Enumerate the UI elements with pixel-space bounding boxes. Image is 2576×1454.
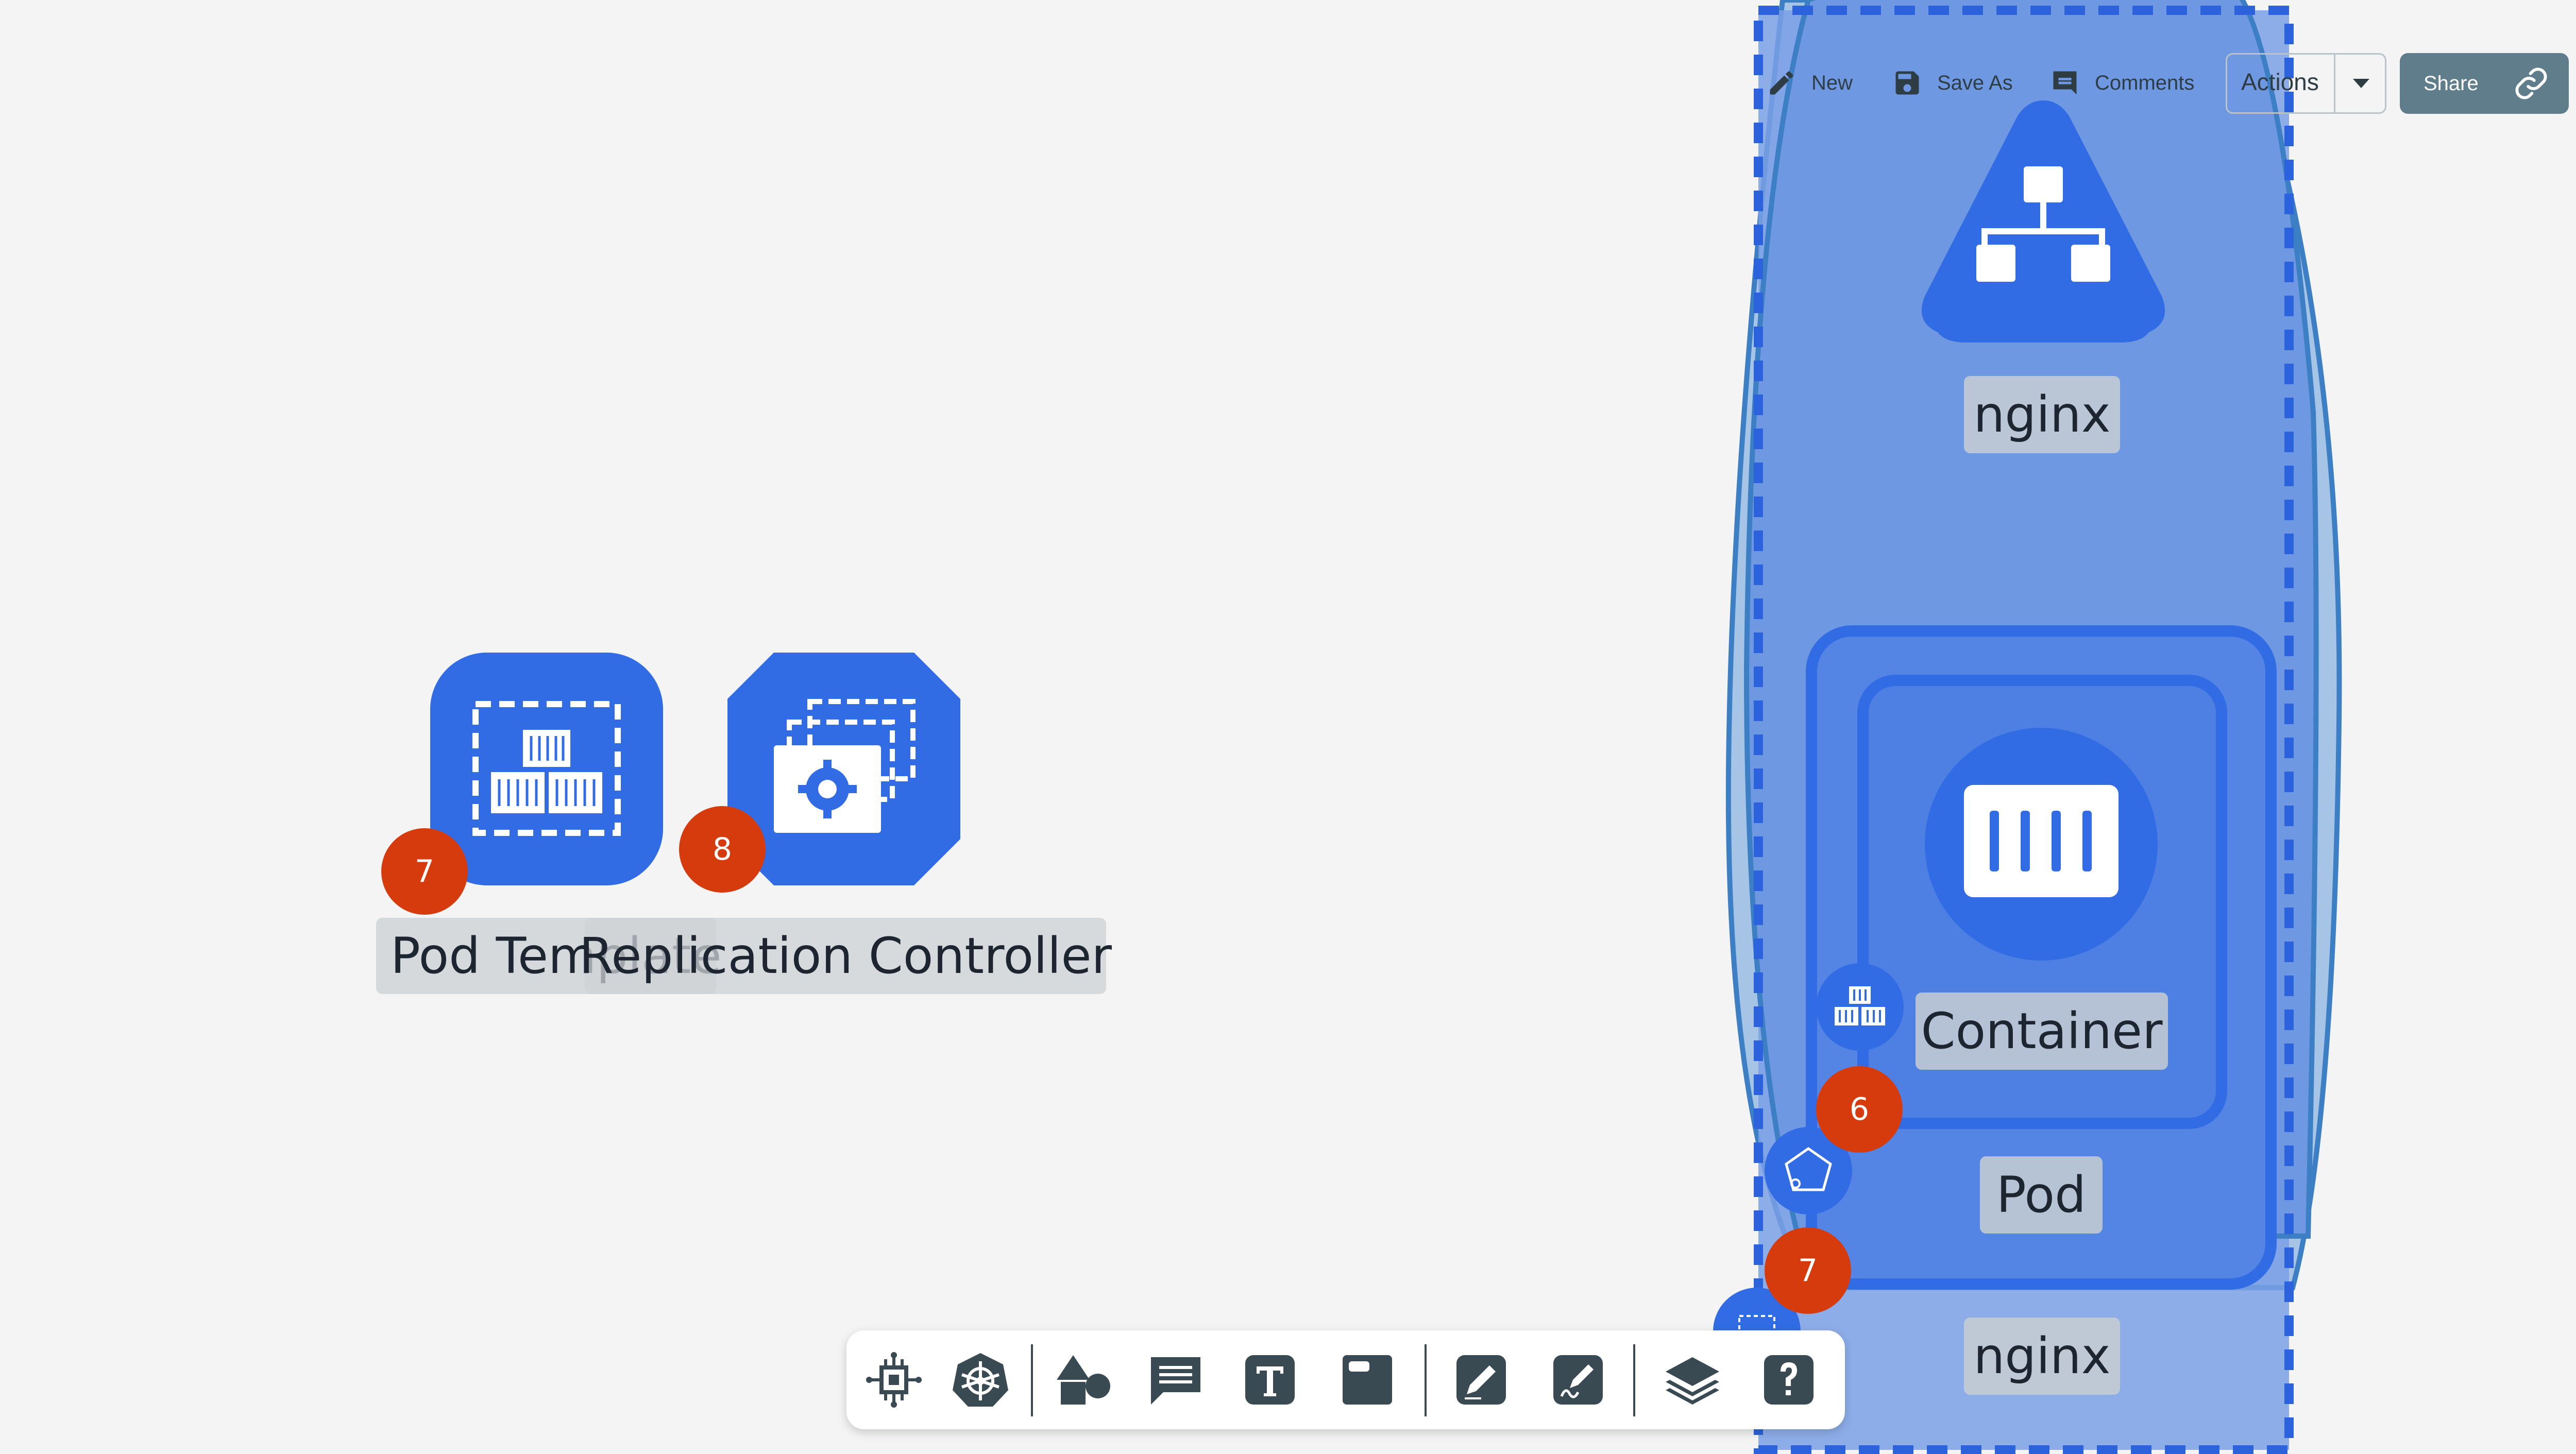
layers-icon xyxy=(1666,1357,1719,1405)
save-as-label: Save As xyxy=(1937,71,2013,94)
sticky-note-icon xyxy=(1343,1355,1392,1405)
pen-button[interactable] xyxy=(1449,1347,1514,1412)
chevron-down-icon xyxy=(2352,79,2369,88)
pod-template-node[interactable] xyxy=(430,653,663,885)
link-icon xyxy=(2515,67,2547,99)
signature-pen-button[interactable] xyxy=(1546,1347,1611,1412)
container-small-icon[interactable] xyxy=(1816,963,1904,1051)
deployment-badge[interactable]: 7 xyxy=(1765,1227,1851,1314)
layers-button[interactable] xyxy=(1660,1347,1725,1412)
pod-label[interactable]: Pod xyxy=(1980,1156,2103,1234)
help-icon xyxy=(1764,1355,1814,1405)
save-icon xyxy=(1895,71,1919,95)
container-icon[interactable] xyxy=(1925,728,2158,961)
share-label: Share xyxy=(2424,72,2479,95)
new-button[interactable]: New xyxy=(1766,67,1853,98)
dock-separator xyxy=(1425,1344,1427,1416)
service-icon[interactable] xyxy=(1914,90,2172,345)
pod-badge[interactable]: 6 xyxy=(1816,1066,1903,1153)
pencil-icon xyxy=(1770,71,1793,95)
replication-controller-label[interactable]: Replication Controller xyxy=(579,918,1112,994)
sticky-note-button[interactable] xyxy=(1335,1347,1400,1412)
deployment-label[interactable]: nginx xyxy=(1964,1318,2120,1395)
components-button[interactable] xyxy=(861,1347,926,1412)
dock-separator xyxy=(1633,1344,1635,1416)
signature-pen-icon xyxy=(1553,1355,1603,1405)
text-icon xyxy=(1245,1355,1295,1405)
comment-button[interactable] xyxy=(1143,1347,1208,1412)
shapes-icon xyxy=(1057,1355,1110,1405)
container-label[interactable]: Container xyxy=(1916,993,2168,1070)
replication-controller-badge[interactable]: 8 xyxy=(679,806,766,893)
shapes-button[interactable] xyxy=(1051,1347,1116,1412)
dock-separator xyxy=(1031,1344,1033,1416)
comments-button[interactable]: Comments xyxy=(2049,67,2194,98)
share-button[interactable]: Share xyxy=(2400,53,2569,114)
actions-label: Actions xyxy=(2241,69,2319,95)
text-button[interactable] xyxy=(1238,1347,1302,1412)
components-icon xyxy=(866,1352,922,1408)
new-label: New xyxy=(1811,71,1853,94)
pen-icon xyxy=(1456,1355,1506,1405)
service-label[interactable]: nginx xyxy=(1964,376,2120,453)
comment-icon xyxy=(2053,71,2077,95)
pod-template-badge[interactable]: 7 xyxy=(381,828,468,915)
replication-controller-node[interactable] xyxy=(727,653,960,885)
help-button[interactable] xyxy=(1756,1347,1821,1412)
comment-icon xyxy=(1151,1357,1200,1405)
kubernetes-button[interactable] xyxy=(948,1347,1013,1412)
comments-label: Comments xyxy=(2095,71,2195,94)
actions-button[interactable] xyxy=(2226,53,2386,114)
actions-dropdown[interactable] xyxy=(2334,53,2386,114)
kubernetes-icon xyxy=(953,1353,1008,1407)
save-as-button[interactable]: Save As xyxy=(1892,67,2013,98)
